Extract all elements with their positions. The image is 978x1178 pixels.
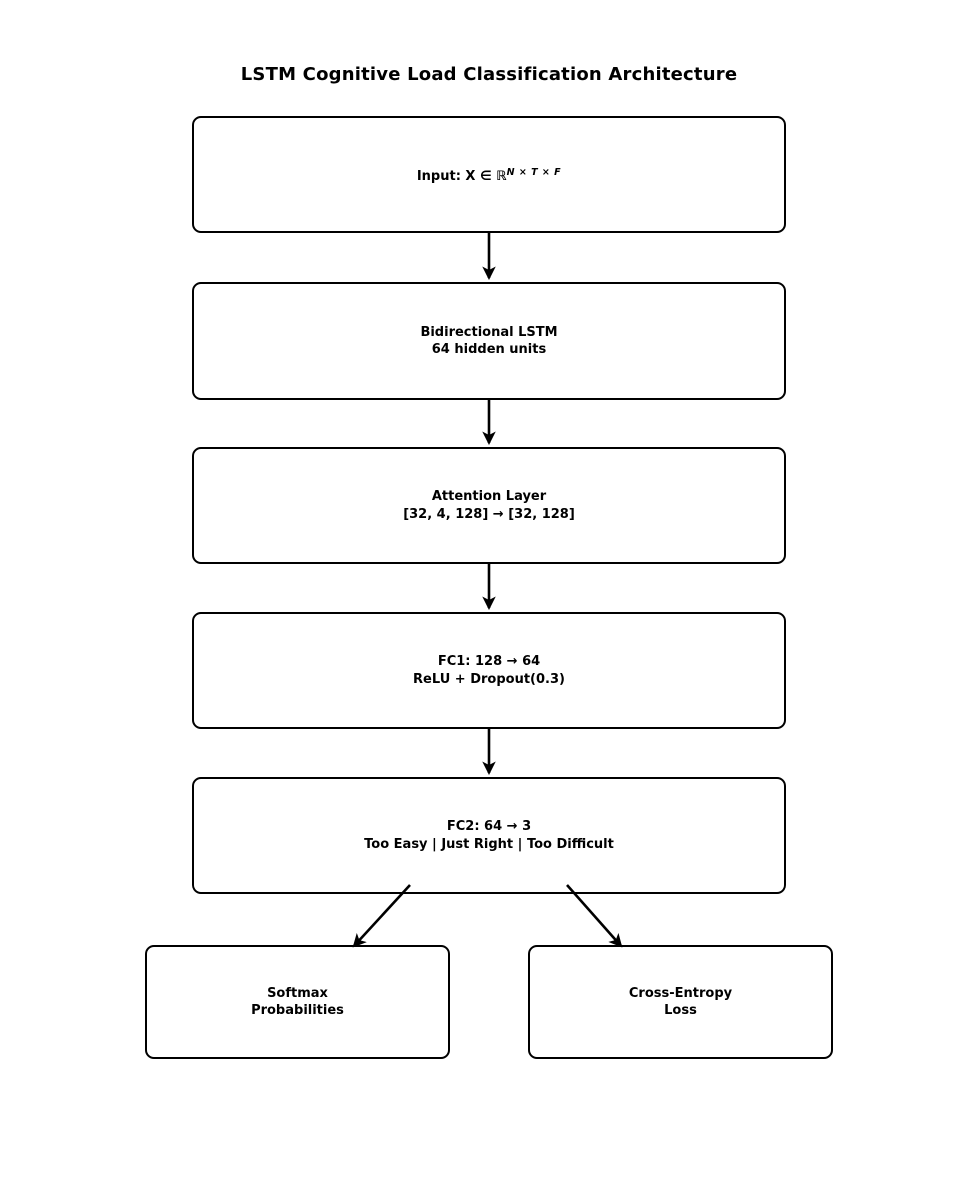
arrow-fc2-to-softmax [352, 884, 411, 948]
fc1-box-line1: FC1: 128 → 64 [437, 654, 541, 669]
arrow-fc2-to-loss [566, 884, 623, 948]
input-box-text: Input: X ∈ ℝ [416, 168, 507, 184]
input-box-label: Input: X ∈ ℝN × T × F [417, 164, 561, 186]
loss-box-line2: Loss [664, 1003, 697, 1018]
softmax-box-line2: Probabilities [251, 1003, 344, 1018]
bilstm-box-line1: Bidirectional LSTM [420, 324, 558, 340]
input-box-superscript: N × T × F [506, 166, 562, 178]
diagram-title: LSTM Cognitive Load Classification Archi… [240, 64, 738, 85]
input-box: Input: X ∈ ℝN × T × F [192, 116, 786, 233]
bilstm-box: Bidirectional LSTM 64 hidden units [192, 282, 786, 400]
softmax-box: Softmax Probabilities [145, 945, 450, 1059]
fc2-box-line1: FC2: 64 → 3 [446, 819, 532, 834]
attention-box-line2: [32, 4, 128] → [32, 128] [403, 506, 575, 522]
fc2-box: FC2: 64 → 3 Too Easy | Just Right | Too … [192, 777, 786, 894]
fc2-box-line2: Too Easy | Just Right | Too Difficult [364, 836, 614, 852]
fc1-box-line2: ReLU + Dropout(0.3) [413, 671, 565, 687]
loss-box-line1: Cross-Entropy [628, 985, 733, 1001]
fc1-box: FC1: 128 → 64 ReLU + Dropout(0.3) [192, 612, 786, 729]
bilstm-box-line2: 64 hidden units [431, 342, 547, 357]
softmax-box-line1: Softmax [267, 985, 328, 1001]
loss-box: Cross-Entropy Loss [528, 945, 833, 1059]
attention-box: Attention Layer [32, 4, 128] → [32, 128] [192, 447, 786, 564]
attention-box-line1: Attention Layer [431, 489, 547, 504]
